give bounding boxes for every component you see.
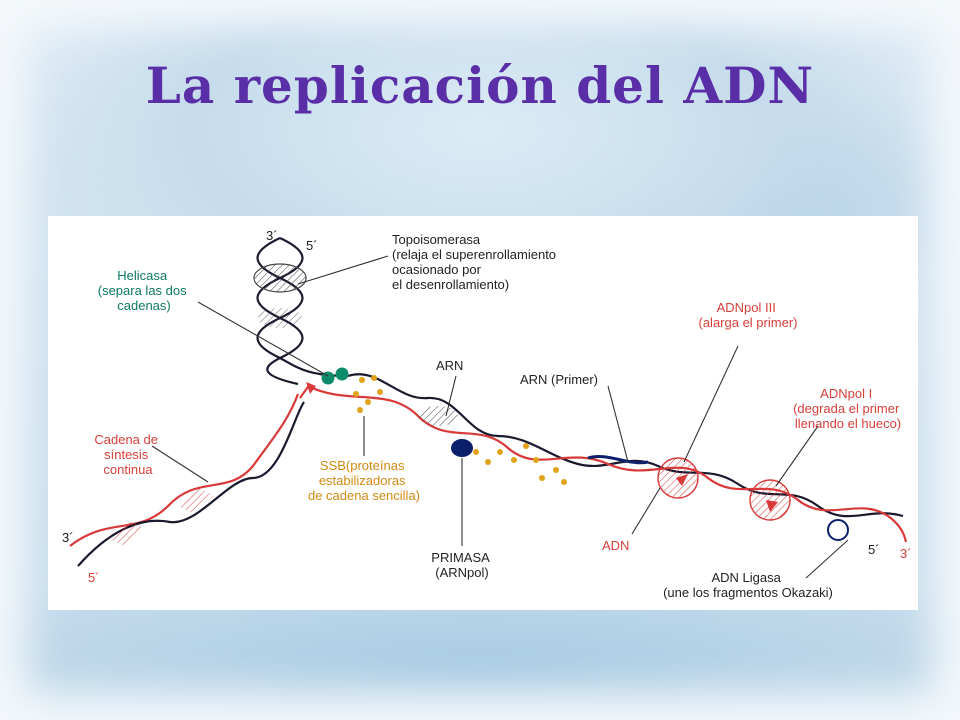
adnpol1-arrow-icon bbox=[766, 500, 778, 512]
adn-ligasa-label: ADN Ligasa (une los fragmentos Okazaki) bbox=[663, 570, 833, 600]
topoisomerasa-label: Topoisomerasa (relaja el superenrollamie… bbox=[392, 232, 560, 292]
helicasa-label: Helicasa (separa las dos cadenas) bbox=[98, 268, 191, 313]
end-5-right: 5´ bbox=[868, 542, 880, 557]
end-5-left: 5´ bbox=[88, 570, 100, 585]
diagram-panel: Topoisomerasa (relaja el superenrollamie… bbox=[48, 216, 918, 610]
end-3-top: 3´ bbox=[266, 228, 278, 243]
slide-title: La replicación del ADN bbox=[145, 56, 815, 115]
topoisomerasa-ring bbox=[253, 263, 307, 293]
leading-strand bbox=[69, 393, 305, 567]
adn-label: ADN bbox=[602, 538, 629, 553]
primasa-dot bbox=[451, 439, 473, 457]
adnpol3-label: ADNpol III (alarga el primer) bbox=[699, 300, 798, 330]
lagging-hatch-1 bbox=[418, 406, 458, 426]
cadena-sintesis-label: Cadena de síntesis continua bbox=[94, 432, 161, 477]
adnpol1-circle bbox=[749, 479, 791, 521]
end-5-top: 5´ bbox=[306, 238, 318, 253]
adnpol1-label: ADNpol I (degrada el primer llenando el … bbox=[793, 386, 903, 431]
leader-lines bbox=[151, 255, 849, 579]
helicasa-dot-2 bbox=[335, 367, 349, 381]
end-3-left: 3´ bbox=[62, 530, 74, 545]
arn-label: ARN bbox=[436, 358, 463, 373]
replication-fork-diagram: Topoisomerasa (relaja el superenrollamie… bbox=[62, 228, 912, 600]
ssb-label: SSB(proteínas estabilizadoras de cadena … bbox=[308, 458, 420, 503]
leading-hatch bbox=[108, 488, 214, 546]
adnpol3-arrow-icon bbox=[676, 474, 688, 486]
arn-primer-segment bbox=[587, 455, 649, 465]
end-3-right: 3´ bbox=[900, 546, 912, 561]
ssb-dots bbox=[353, 375, 567, 485]
primasa-label: PRIMASA (ARNpol) bbox=[431, 550, 492, 580]
arn-primer-label: ARN (Primer) bbox=[520, 372, 598, 387]
helix-hatch-1 bbox=[258, 308, 302, 328]
adn-ligasa-circle bbox=[827, 519, 849, 541]
